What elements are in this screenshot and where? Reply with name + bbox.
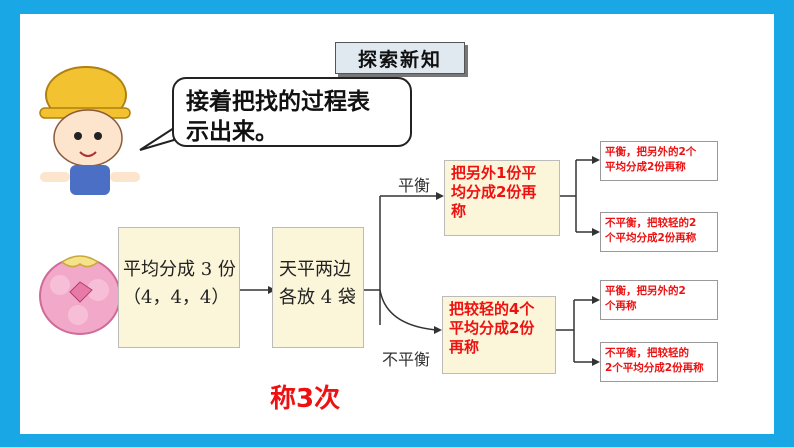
balanced-label: 平衡 xyxy=(398,176,431,195)
unbalanced-line-2: 平均分成2份 xyxy=(449,319,535,337)
step1-line1: 平均分成 3 份 xyxy=(123,259,236,280)
balanced-action-box: 把另外1份平 均分成2份再 称 xyxy=(444,160,560,236)
outcome4-line2: 2个平均分成2份再称 xyxy=(605,362,704,374)
candy-bag-illustration xyxy=(39,255,121,335)
step1-line2: （4，4，4） xyxy=(123,287,230,308)
balanced-line-3: 称 xyxy=(451,202,467,220)
outcome3-line1: 平衡，把另外的2 xyxy=(605,285,686,297)
speech-line-1: 接着把找的过程表 xyxy=(186,89,370,115)
step2-line1: 天平两边 xyxy=(279,259,351,280)
outcome1-line1: 平衡，把另外的2个 xyxy=(605,146,697,158)
boy-illustration xyxy=(39,66,140,195)
step-box-divide: 平均分成 3 份 （4，4，4） xyxy=(118,227,240,348)
unbalanced-line-1: 把较轻的4个 xyxy=(449,300,535,318)
unbalanced-action-box: 把较轻的4个 平均分成2份 再称 xyxy=(442,296,556,374)
outcome-box-1: 平衡，把另外的2个 平均分成2份再称 xyxy=(600,141,718,181)
outcome1-line2: 平均分成2份再称 xyxy=(605,161,686,173)
outcome-box-4: 不平衡，把较轻的 2个平均分成2份再称 xyxy=(600,342,718,382)
conclusion-text: 称3次 xyxy=(270,384,341,414)
outcome3-line2: 个再称 xyxy=(605,300,637,312)
step2-line2: 各放 4 袋 xyxy=(279,287,356,308)
balanced-line-2: 均分成2份再 xyxy=(451,183,537,201)
speech-bubble-tail xyxy=(139,126,175,151)
outcome2-line1: 不平衡，把较轻的2 xyxy=(605,217,697,229)
unbalanced-label: 不平衡 xyxy=(382,350,431,369)
section-title-chip: 探索新知 xyxy=(335,42,465,74)
speech-bubble: 接着把找的过程表 示出来。 xyxy=(172,77,412,147)
speech-line-2: 示出来。 xyxy=(186,119,278,145)
outcome2-line2: 个平均分成2份再称 xyxy=(605,232,697,244)
step-box-weigh: 天平两边 各放 4 袋 xyxy=(272,227,364,348)
balanced-line-1: 把另外1份平 xyxy=(451,164,537,182)
outcome-box-2: 不平衡，把较轻的2 个平均分成2份再称 xyxy=(600,212,718,252)
outcome4-line1: 不平衡，把较轻的 xyxy=(605,347,689,359)
unbalanced-line-3: 再称 xyxy=(449,338,480,356)
outcome-box-3: 平衡，把另外的2 个再称 xyxy=(600,280,718,320)
